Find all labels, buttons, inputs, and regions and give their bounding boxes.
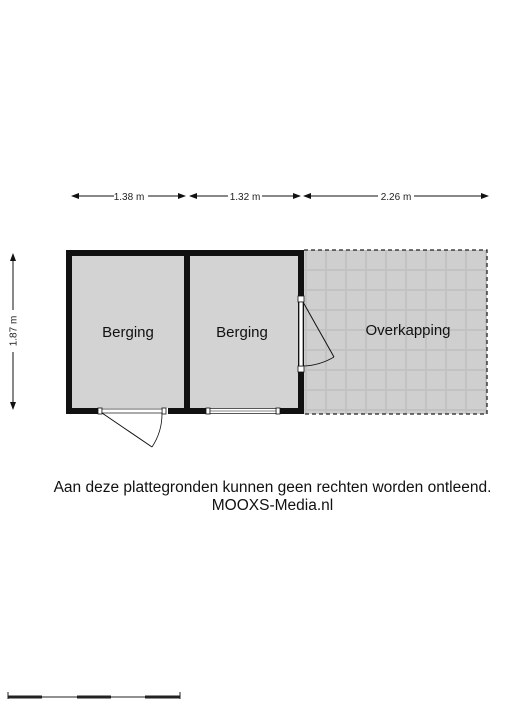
- room-label-3: Overkapping: [365, 322, 450, 339]
- room-label-1: Berging: [102, 324, 154, 341]
- disclaimer-text: Aan deze plattegronden kunnen geen recht…: [53, 479, 492, 496]
- door-room-2: [297, 295, 335, 373]
- dimension-height: 1.87 m: [9, 253, 20, 410]
- dimension-width-3: 2.26 m: [303, 192, 489, 203]
- dimension-label-width-3: 2.26 m: [381, 192, 412, 203]
- window-room-2: [205, 407, 281, 415]
- room-label-2: Berging: [216, 324, 268, 341]
- scale-bar: [7, 692, 181, 699]
- dimension-width-1: 1.38 m: [71, 192, 186, 203]
- door-room-1: [97, 407, 167, 448]
- dimension-label-width-1: 1.38 m: [114, 192, 145, 203]
- room-fill-1: [72, 256, 184, 408]
- dimension-label-width-2: 1.32 m: [230, 192, 261, 203]
- brand-text: MOOXS-Media.nl: [211, 497, 334, 514]
- dimension-width-2: 1.32 m: [189, 192, 301, 203]
- room-fill-2: [190, 256, 298, 408]
- dimension-label-height: 1.87 m: [9, 316, 20, 347]
- canopy-area: [304, 249, 488, 415]
